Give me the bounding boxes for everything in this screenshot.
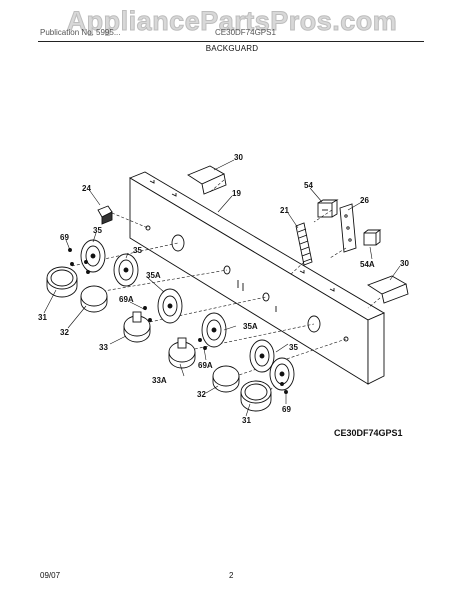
callout-69a-left: 69A: [119, 295, 134, 304]
callout-31-left: 31: [38, 313, 47, 322]
callout-69-top: 69: [60, 233, 69, 242]
callout-35-b: 35: [133, 246, 142, 255]
callout-54a: 54A: [360, 260, 375, 269]
callout-35a-right: 35A: [243, 322, 258, 331]
callout-32-right: 32: [197, 390, 206, 399]
callout-19: 19: [232, 189, 241, 198]
header-model: CE30DF74GPS1: [215, 28, 276, 37]
part-54-relay: [317, 199, 339, 218]
callout-labels: 30 24 19 54 26 21 69 35 35 54A 30 35A 31…: [38, 153, 409, 425]
bezel-35-c: [249, 339, 275, 373]
model-number: CE30DF74GPS1: [334, 428, 403, 438]
callout-32-left: 32: [60, 328, 69, 337]
part-54a-relay: [363, 229, 382, 246]
callout-30-right: 30: [400, 259, 409, 268]
callout-35a-left: 35A: [146, 271, 161, 280]
bracket-30-top: [187, 165, 227, 195]
callout-35-c: 35: [289, 343, 298, 352]
bezel-35a-right: [201, 312, 227, 348]
callout-21: 21: [280, 206, 289, 215]
header-rule: [38, 41, 424, 42]
callout-69a-right: 69A: [198, 361, 213, 370]
bezel-35-a: [80, 239, 106, 273]
knob-31-right: [240, 380, 272, 412]
knob-31-left: [46, 266, 78, 298]
footer-page-number: 2: [229, 571, 234, 580]
knob-33: [123, 311, 151, 343]
bezel-35-b: [113, 253, 139, 287]
bracket-30-right: [367, 275, 409, 304]
callout-33a: 33A: [152, 376, 167, 385]
watermark: AppliancePartsPros.com: [66, 6, 398, 37]
callout-31-right: 31: [242, 416, 251, 425]
part-21-terminal-strip: [295, 222, 313, 266]
header-publication: Publication No. 5995...: [40, 28, 121, 37]
knob-32-left: [80, 285, 108, 313]
callout-69-bottom: 69: [282, 405, 291, 414]
section-title: BACKGUARD: [205, 44, 259, 53]
knob-32-right: [212, 365, 240, 393]
callout-30-top: 30: [234, 153, 243, 162]
backguard-panel: [128, 171, 385, 385]
callout-54: 54: [304, 181, 313, 190]
part-24-clip: [97, 205, 113, 225]
knob-33a: [168, 337, 196, 369]
bezel-35a-left: [157, 288, 183, 324]
screws: [68, 248, 288, 394]
callout-33: 33: [99, 343, 108, 352]
callout-24: 24: [82, 184, 91, 193]
footer-date: 09/07: [40, 571, 61, 580]
part-26-board: [339, 203, 357, 253]
callout-35-a: 35: [93, 226, 102, 235]
callout-26: 26: [360, 196, 369, 205]
